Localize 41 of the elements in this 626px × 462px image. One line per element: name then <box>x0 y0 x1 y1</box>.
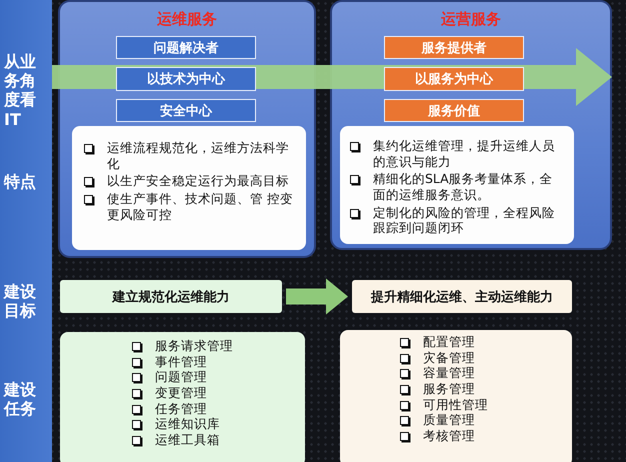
list-item: 服务管理 <box>423 380 475 396</box>
service-panel <box>58 0 316 258</box>
list-item: 配置管理 <box>423 334 475 350</box>
list-item: 任务管理 <box>155 400 207 416</box>
list-item: 精细化的SLA服务考量体系，全面的运维服务意识。 <box>373 171 554 202</box>
list-item: 问题管理 <box>155 369 207 385</box>
list-item: 定制化的风险的管理，全程风险跟踪到问题闭环 <box>373 204 556 236</box>
role-tag: 服务价值 <box>384 99 524 122</box>
goal-box: 建立规范化运维能力 <box>60 280 282 313</box>
block-arrow <box>286 278 348 314</box>
list-item: 质量管理 <box>423 412 475 428</box>
list-item: 灾备管理 <box>423 350 475 366</box>
list-item: 运维工具箱 <box>155 432 220 448</box>
row-heading: 特点 <box>4 172 37 192</box>
panel-title: 运维服务 <box>156 10 218 29</box>
list-item: 变更管理 <box>155 384 207 400</box>
list-item: 运维知识库 <box>155 416 220 432</box>
goal-box: 提升精细化运维、主动运维能力 <box>352 280 572 313</box>
role-tag: 服务提供者 <box>384 36 524 59</box>
role-tag: 问题解决者 <box>116 36 256 59</box>
list-item: 集约化运维管理，提升运维人员的意识与能力 <box>373 138 556 170</box>
list-item: 容量管理 <box>423 365 475 381</box>
role-tag: 以技术为中心 <box>116 67 256 91</box>
list-item: 可用性管理 <box>423 396 488 412</box>
role-tag: 安全中心 <box>116 99 256 122</box>
bullet-list-card <box>340 330 572 462</box>
bullet-list-card <box>72 126 306 250</box>
list-item: 使生产事件、技术问题、管 控变更风险可控 <box>107 190 294 222</box>
list-item: 事件管理 <box>155 354 207 370</box>
panel-title: 运营服务 <box>440 10 502 29</box>
bullet-list-card <box>60 332 305 462</box>
bullet-list-card <box>340 126 574 244</box>
row-heading: 从业务角度看IT <box>4 52 37 129</box>
list-item: 服务请求管理 <box>155 338 233 354</box>
service-panel <box>330 0 612 250</box>
role-tag: 以服务为中心 <box>384 67 524 91</box>
list-item: 考核管理 <box>423 428 475 444</box>
row-heading: 建设目标 <box>4 282 37 320</box>
row-heading: 建设任务 <box>4 380 37 418</box>
list-item: 以生产安全稳定运行为最高目标 <box>107 173 289 189</box>
list-item: 运维流程规范化，运维方法科学化 <box>107 140 290 172</box>
